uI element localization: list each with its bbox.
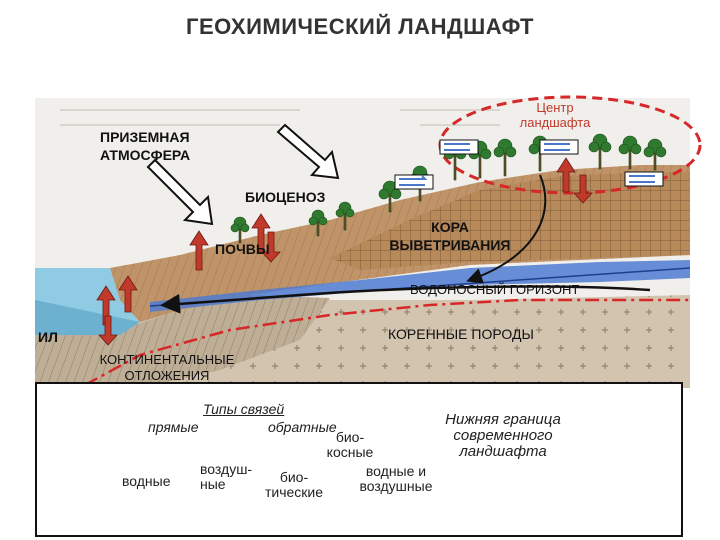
atmosphere-label-line2: АТМОСФЕРА xyxy=(100,146,190,164)
continental-label-line1: КОНТИНЕНТАЛЬНЫЕ xyxy=(82,352,252,368)
crust-label-line1: КОРА xyxy=(370,218,530,236)
legend-bioinert-label: био- косные xyxy=(322,430,378,460)
legend-water-air-label-line1: водные и xyxy=(352,464,440,479)
legend-air-label: воздуш- ные xyxy=(200,462,252,492)
soils-label: ПОЧВЫ xyxy=(215,240,270,258)
legend-direct-label: прямые xyxy=(148,420,199,435)
legend-boundary-label-line1: Нижняя граница xyxy=(428,412,578,428)
legend-boundary-label-line3: ландшафта xyxy=(428,444,578,460)
legend-water-air-label-line2: воздушные xyxy=(352,479,440,494)
legend-biotic-label-line2: тические xyxy=(258,485,330,500)
legend-biotic-label: био- тические xyxy=(258,470,330,500)
continental-label: КОНТИНЕНТАЛЬНЫЕ ОТЛОЖЕНИЯ xyxy=(82,352,252,384)
biocenosis-label: БИОЦЕНОЗ xyxy=(245,188,325,206)
center-label: Центр ландшафта xyxy=(505,100,605,130)
atmosphere-label: ПРИЗЕМНАЯ АТМОСФЕРА xyxy=(100,128,190,164)
legend-bioinert-label-line1: био- xyxy=(322,430,378,445)
center-label-line1: Центр xyxy=(505,100,605,115)
legend-bioinert-label-line2: косные xyxy=(322,445,378,460)
center-label-line2: ландшафта xyxy=(505,115,605,130)
legend-air-label-line1: воздуш- xyxy=(200,462,252,477)
aquifer-label: ВОДОНОСНЫЙ ГОРИЗОНТ xyxy=(410,281,579,299)
atmosphere-label-line1: ПРИЗЕМНАЯ xyxy=(100,128,190,146)
legend-title: Типы связей xyxy=(203,402,284,417)
legend-boundary-label-line2: современного xyxy=(428,428,578,444)
silt-label: ИЛ xyxy=(38,328,58,346)
crust-label: КОРА ВЫВЕТРИВАНИЯ xyxy=(370,218,530,254)
legend-water-air-label: водные и воздушные xyxy=(352,464,440,494)
crust-label-line2: ВЫВЕТРИВАНИЯ xyxy=(370,236,530,254)
legend-boundary-label: Нижняя граница современного ландшафта xyxy=(428,412,578,460)
legend-biotic-label-line1: био- xyxy=(258,470,330,485)
legend-water-label: водные xyxy=(122,474,171,489)
legend-air-label-line2: ные xyxy=(200,477,252,492)
bedrock-label: КОРЕННЫЕ ПОРОДЫ xyxy=(388,325,534,343)
